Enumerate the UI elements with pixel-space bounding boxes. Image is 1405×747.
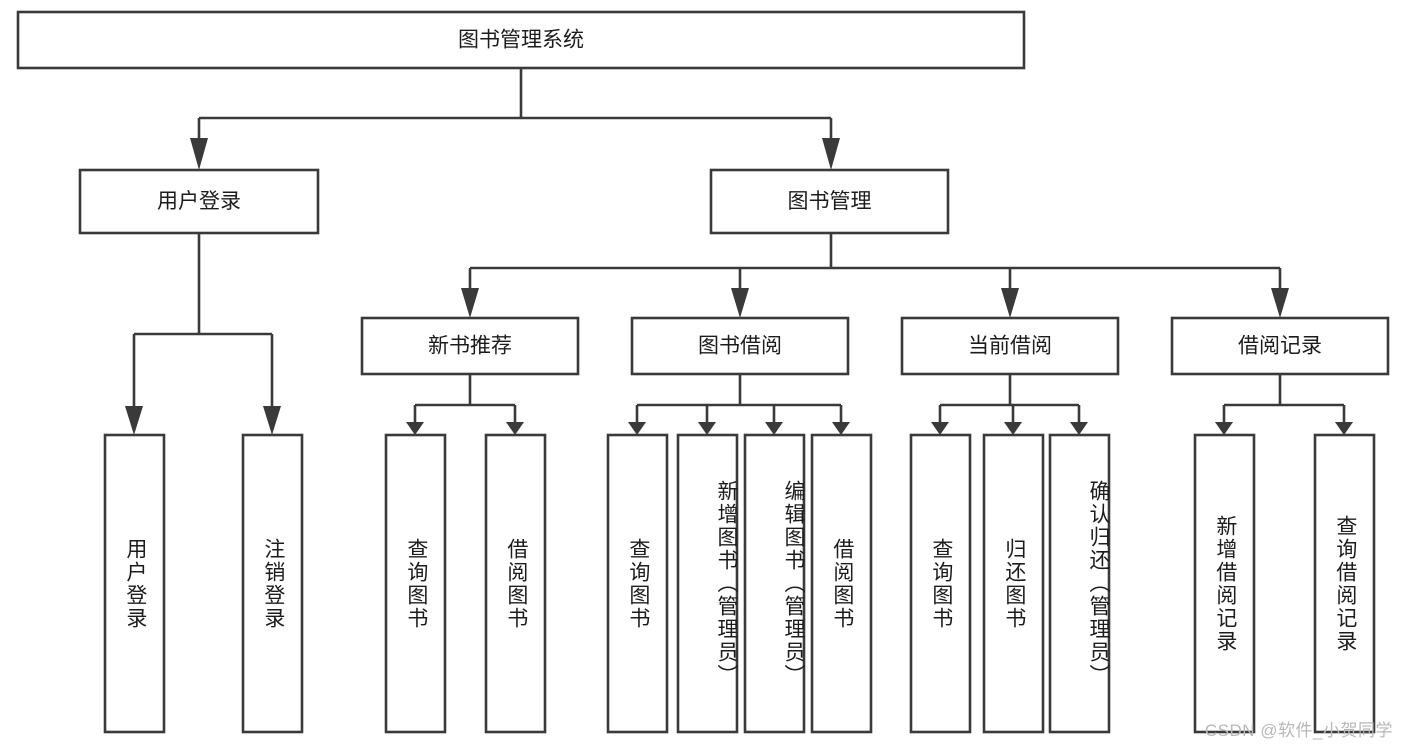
arrow-icon-leaf-user-logout: [263, 406, 281, 435]
arrow-icon-leaf-rec-query: [406, 422, 424, 435]
node-box-leaf-cb-confirm[interactable]: [1048, 433, 1111, 734]
node-box-user-login[interactable]: [78, 168, 320, 235]
arrow-icon-leaf-br-add: [1215, 422, 1233, 435]
arrow-icon-leaf-bb-add: [698, 422, 716, 435]
arrow-icon-leaf-bb-borrow: [832, 422, 850, 435]
node-box-borrow-record[interactable]: [1170, 316, 1390, 376]
node-box-leaf-br-query[interactable]: [1313, 433, 1376, 734]
node-box-book-manage[interactable]: [709, 168, 950, 235]
arrow-heads: [125, 138, 1353, 435]
node-box-leaf-rec-borrow[interactable]: [484, 433, 547, 734]
arrow-icon-leaf-cb-query: [931, 422, 949, 435]
node-box-new-book-rec[interactable]: [360, 316, 580, 376]
node-box-leaf-cb-query[interactable]: [909, 433, 972, 734]
node-label-borrow-record: 借阅记录: [1238, 335, 1322, 358]
node-box-leaf-bb-borrow[interactable]: [810, 433, 873, 734]
node-rectangles: [16, 10, 1390, 734]
arrow-icon-borrow-record: [1271, 288, 1289, 318]
arrow-icon-leaf-bb-query: [628, 422, 646, 435]
arrow-icon-current-borrow: [1001, 288, 1019, 318]
node-box-leaf-bb-add[interactable]: [676, 433, 739, 734]
node-label-root: 图书管理系统: [458, 29, 584, 52]
arrow-icon-book-borrow: [731, 288, 749, 318]
node-box-leaf-cb-return[interactable]: [982, 433, 1045, 734]
node-box-root[interactable]: [16, 10, 1026, 70]
arrow-icon-leaf-rec-borrow: [506, 422, 524, 435]
arrow-icon-leaf-user-login: [125, 406, 143, 435]
node-box-leaf-bb-edit[interactable]: [743, 433, 806, 734]
node-label-book-borrow: 图书借阅: [698, 335, 782, 358]
node-label-book-manage: 图书管理: [788, 190, 872, 213]
node-label-user-login: 用户登录: [157, 190, 241, 213]
arrow-icon-book-manage: [822, 138, 840, 170]
node-box-current-borrow[interactable]: [900, 316, 1120, 376]
arrow-icon-user-login: [190, 138, 208, 170]
arrow-icon-leaf-bb-edit: [765, 422, 783, 435]
arrow-icon-new-book-rec: [461, 288, 479, 318]
watermark-text: CSDN @软件_小贺同学: [1204, 721, 1393, 740]
node-label-new-book-rec: 新书推荐: [428, 335, 512, 358]
node-box-book-borrow[interactable]: [630, 316, 850, 376]
node-box-leaf-rec-query[interactable]: [384, 433, 447, 734]
node-box-leaf-bb-query[interactable]: [606, 433, 669, 734]
node-box-leaf-br-add[interactable]: [1193, 433, 1256, 734]
connector-lines: [132, 68, 1346, 422]
arrow-icon-leaf-cb-confirm: [1070, 422, 1088, 435]
arrow-icon-leaf-cb-return: [1004, 422, 1022, 435]
node-box-leaf-user-login[interactable]: [103, 433, 166, 734]
node-label-current-borrow: 当前借阅: [968, 335, 1052, 358]
node-box-leaf-user-logout[interactable]: [241, 433, 304, 734]
arrow-icon-leaf-br-query: [1335, 422, 1353, 435]
